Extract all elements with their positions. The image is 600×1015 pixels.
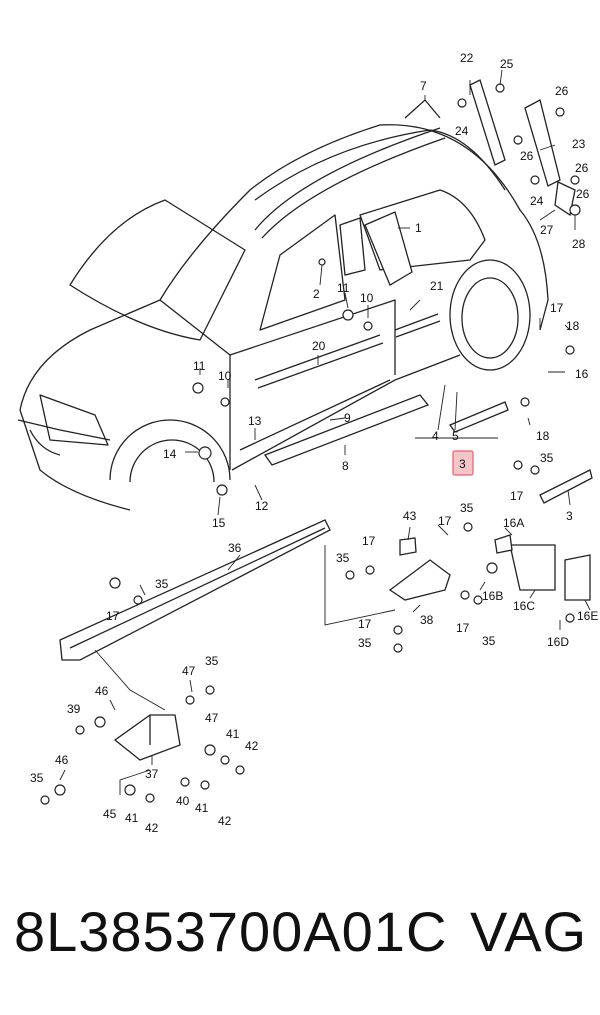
callout-16C: 16C xyxy=(513,599,535,613)
callout-41-c: 41 xyxy=(125,811,139,825)
small-trim-3 xyxy=(539,469,593,504)
callout-46-a: 46 xyxy=(95,684,109,698)
callout-46-b: 46 xyxy=(55,753,69,767)
callout-16: 16 xyxy=(575,367,589,381)
callout-10-b: 10 xyxy=(218,369,232,383)
fasteners xyxy=(40,83,581,805)
callout-26-d: 26 xyxy=(576,187,590,201)
callout-10-a: 10 xyxy=(360,291,374,305)
callout-45: 45 xyxy=(103,807,117,821)
callout-3-highlighted: 3 xyxy=(459,457,466,471)
callout-42-b: 42 xyxy=(145,821,159,835)
callout-17-a: 17 xyxy=(550,301,564,315)
callout-40: 40 xyxy=(176,794,190,808)
callout-42-c: 42 xyxy=(218,814,232,828)
callout-4: 4 xyxy=(432,429,439,443)
callout-8: 8 xyxy=(342,459,349,473)
callout-11-b: 11 xyxy=(193,359,206,373)
callout-35-b: 35 xyxy=(460,501,474,515)
callout-16E: 16E xyxy=(577,609,598,623)
b-pillar-trim-22-23 xyxy=(469,79,576,217)
callout-24-a: 24 xyxy=(455,124,469,138)
callout-35-g: 35 xyxy=(205,654,219,668)
parts-diagram: 7 22 25 26 24 26 23 26 26 24 27 28 1 2 1… xyxy=(17,51,598,835)
callout-20: 20 xyxy=(312,339,326,353)
callout-9: 9 xyxy=(344,411,351,425)
callout-47-a: 47 xyxy=(182,664,196,678)
callout-17-c: 17 xyxy=(438,514,452,528)
callout-16A: 16A xyxy=(503,516,524,530)
callout-35-a: 35 xyxy=(540,451,554,465)
callout-17-f: 17 xyxy=(358,617,372,631)
callout-14: 14 xyxy=(163,447,177,461)
door-moulding-20-21 xyxy=(254,313,441,389)
car-body-outline xyxy=(17,124,549,511)
callout-23: 23 xyxy=(572,137,586,151)
callout-27: 27 xyxy=(540,223,554,237)
highlight-box-callout-3 xyxy=(452,450,474,476)
callout-24-b: 24 xyxy=(530,194,544,208)
callout-13: 13 xyxy=(248,414,262,428)
callout-18-b: 18 xyxy=(536,429,550,443)
callout-26-b: 26 xyxy=(520,149,534,163)
callout-16B: 16B xyxy=(482,589,503,603)
callout-38: 38 xyxy=(420,613,434,627)
callout-42-a: 42 xyxy=(245,739,259,753)
callout-35-h: 35 xyxy=(30,771,44,785)
callout-47-b: 47 xyxy=(205,711,219,725)
footer: 8L3853700A01C VAG xyxy=(0,895,600,985)
callout-11-a: 11 xyxy=(337,281,350,295)
callout-25: 25 xyxy=(500,57,514,71)
callout-16D: 16D xyxy=(547,635,569,649)
callout-37: 37 xyxy=(145,767,159,781)
callout-41-a: 41 xyxy=(226,727,240,741)
callout-12: 12 xyxy=(255,499,269,513)
callout-15: 15 xyxy=(212,516,226,530)
callout-35-e: 35 xyxy=(482,634,496,648)
callout-17-g: 17 xyxy=(456,621,470,635)
leader-lines xyxy=(59,69,591,795)
callout-5: 5 xyxy=(452,429,459,443)
callout-26-a: 26 xyxy=(555,84,569,98)
callout-28: 28 xyxy=(572,237,586,251)
trim-1 xyxy=(339,211,413,286)
callout-2: 2 xyxy=(313,287,320,301)
callout-3-b: 3 xyxy=(566,509,573,523)
bracket-37 xyxy=(113,714,181,761)
callout-35-c: 35 xyxy=(336,551,350,565)
callout-21: 21 xyxy=(430,279,444,293)
bracket-16-assembly xyxy=(494,534,591,601)
callout-22: 22 xyxy=(460,51,474,65)
callout-1: 1 xyxy=(415,221,422,235)
callout-17-d: 17 xyxy=(362,534,376,548)
roof-rail-7 xyxy=(254,99,446,239)
callout-17-e: 17 xyxy=(106,609,120,623)
callout-17-b: 17 xyxy=(510,489,524,503)
part-number: 8L3853700A01C xyxy=(14,900,448,963)
callout-36: 36 xyxy=(228,541,242,555)
callout-43: 43 xyxy=(403,509,417,523)
callout-35-f: 35 xyxy=(358,636,372,650)
bracket-38 xyxy=(388,559,451,601)
callout-41-b: 41 xyxy=(195,801,209,815)
clip-43 xyxy=(399,537,417,556)
callout-39: 39 xyxy=(67,702,81,716)
sill-trim-8-9 xyxy=(239,379,509,466)
brand-label: VAG xyxy=(470,900,588,963)
sill-panel-36 xyxy=(59,519,331,661)
callout-35-d: 35 xyxy=(155,577,169,591)
callout-labels: 7 22 25 26 24 26 23 26 26 24 27 28 1 2 1… xyxy=(30,51,598,835)
callout-18-a: 18 xyxy=(566,319,580,333)
callout-7: 7 xyxy=(420,79,427,93)
callout-26-c: 26 xyxy=(575,161,589,175)
